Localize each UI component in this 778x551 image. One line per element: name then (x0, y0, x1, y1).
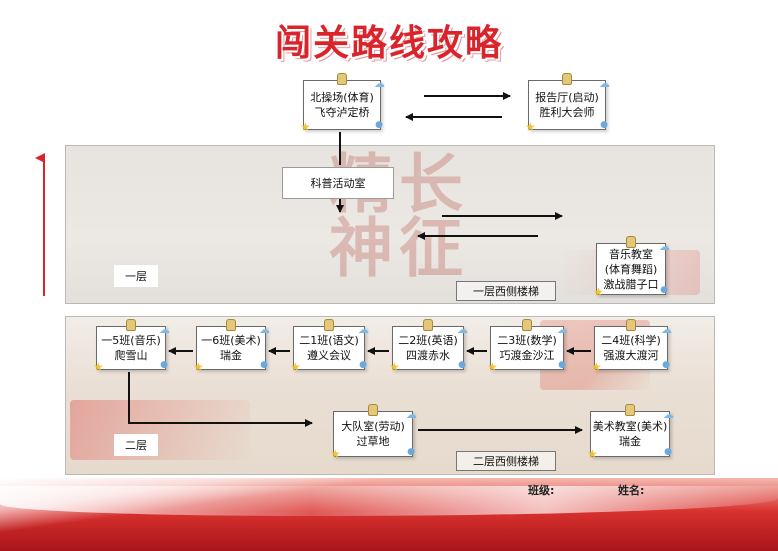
node-line-2: 飞夺泸定桥 (314, 106, 370, 119)
node-line-1: 大队室(劳动) (341, 420, 405, 433)
pin-icon (626, 236, 636, 248)
class-field-label: 班级: (528, 484, 555, 497)
dot-icon: ● (375, 120, 383, 130)
node-line-1: 一5班(音乐) (101, 334, 161, 347)
dot-icon: ● (260, 360, 268, 370)
node-music-room: ☁ ★ ● 音乐教室 (体育舞蹈) 激战腊子口 (593, 236, 670, 299)
dot-icon: ● (660, 285, 668, 295)
star-icon: ★ (389, 360, 400, 374)
star-icon: ★ (193, 360, 204, 374)
dot-icon: ● (600, 120, 608, 130)
node-line-2: 爬雪山 (114, 349, 148, 362)
dot-icon: ● (662, 360, 670, 370)
pin-icon (324, 319, 334, 331)
star-icon: ★ (93, 360, 104, 374)
node-line-2: 遵义会议 (307, 349, 351, 362)
node-art-room: ☁ ★ ● 美术教室(美术) 瑞金 (587, 404, 674, 461)
node-line-1: 美术教室(美术) (592, 420, 668, 433)
star-icon: ★ (300, 120, 311, 134)
page-title: 闯关路线攻略 (274, 23, 503, 64)
cloud-icon: ☁ (557, 323, 568, 336)
node-class-2-3: ☁ ★ ● 二3班(数学) 巧渡金沙江 (487, 319, 568, 374)
node-line-1: 音乐教室 (609, 247, 653, 261)
dot-icon: ● (458, 360, 466, 370)
floor-1-label: 一层 (114, 265, 158, 287)
node-class-2-4: ☁ ★ ● 二4班(科学) 强渡大渡河 (591, 319, 672, 374)
star-icon: ★ (330, 447, 341, 461)
pin-icon (562, 73, 572, 85)
dot-icon: ● (664, 447, 672, 457)
node-class-1-5: ☁ ★ ● 一5班(音乐) 爬雪山 (93, 319, 170, 374)
pin-icon (368, 404, 378, 416)
name-field-label: 姓名: (618, 484, 645, 497)
pin-icon (337, 73, 347, 85)
cloud-icon: ☁ (358, 323, 369, 336)
node-line-2: 瑞金 (619, 435, 641, 448)
node-line-1: 二1班(语文) (299, 334, 359, 347)
cloud-icon: ☁ (663, 408, 674, 421)
node-line-2: 巧渡金沙江 (499, 349, 555, 362)
cloud-icon: ☁ (599, 77, 610, 90)
node-line-1: 二3班(数学) (497, 334, 557, 347)
node-line-2: 强渡大渡河 (603, 349, 659, 362)
pin-icon (126, 319, 136, 331)
dot-icon: ● (160, 360, 168, 370)
dot-icon: ● (407, 447, 415, 457)
star-icon: ★ (593, 285, 604, 299)
floor-2-stairs-label: 二层西侧楼梯 (456, 451, 556, 471)
cloud-icon: ☁ (406, 408, 417, 421)
star-icon: ★ (525, 120, 536, 134)
node-line-1: 一6班(美术) (201, 334, 261, 347)
node-class-2-2: ☁ ★ ● 二2班(英语) 四渡赤水 (389, 319, 468, 374)
star-icon: ★ (487, 360, 498, 374)
dot-icon: ● (359, 360, 367, 370)
star-icon: ★ (587, 447, 598, 461)
pin-icon (626, 319, 636, 331)
cloud-icon: ☁ (661, 323, 672, 336)
pin-icon (625, 404, 635, 416)
node-science-room: 科普活动室 (282, 167, 394, 199)
node-line-1: 北操场(体育) (310, 91, 374, 104)
node-class-1-6: ☁ ★ ● 一6班(美术) 瑞金 (193, 319, 270, 374)
cloud-icon: ☁ (259, 323, 270, 336)
arrow-1-5-to-brigade (128, 372, 313, 427)
floor-1-stairs-label: 一层西侧楼梯 (456, 281, 556, 301)
node-label: 科普活动室 (310, 177, 366, 190)
cloud-icon: ☁ (159, 323, 170, 336)
cloud-icon: ☁ (374, 77, 385, 90)
node-line-2: 过草地 (356, 435, 390, 448)
node-line-2: 胜利大会师 (539, 106, 595, 119)
cloud-icon: ☁ (659, 240, 670, 253)
node-brigade-room: ☁ ★ ● 大队室(劳动) 过草地 (330, 404, 417, 461)
node-line-1: 报告厅(启动) (535, 91, 599, 104)
star-icon: ★ (290, 360, 301, 374)
node-report-hall: ☁ ★ ● 报告厅(启动) 胜利大会师 (525, 73, 610, 134)
node-line-2: 四渡赤水 (406, 349, 450, 362)
node-line-1: 二2班(英语) (398, 334, 458, 347)
dot-icon: ● (558, 360, 566, 370)
node-class-2-1: ☁ ★ ● 二1班(语文) 遵义会议 (290, 319, 369, 374)
node-line-1: 二4班(科学) (601, 334, 661, 347)
flag-decoration (70, 400, 250, 460)
node-line-2: 瑞金 (220, 349, 242, 362)
pin-icon (423, 319, 433, 331)
pin-icon (226, 319, 236, 331)
node-line-3: 激战腊子口 (603, 277, 659, 291)
cloud-icon: ☁ (457, 323, 468, 336)
star-icon: ★ (591, 360, 602, 374)
node-north-field: ☁ ★ ● 北操场(体育) 飞夺泸定桥 (300, 73, 385, 134)
pin-icon (522, 319, 532, 331)
floor-2-label: 二层 (114, 434, 158, 456)
node-line-2: (体育舞蹈) (604, 262, 658, 276)
